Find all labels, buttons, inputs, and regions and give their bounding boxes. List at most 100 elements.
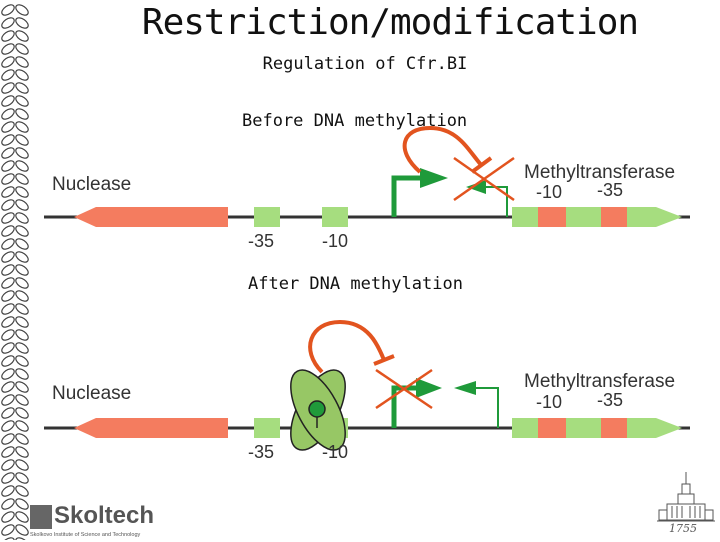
chain-border	[1, 4, 29, 540]
crest-year: 1755	[669, 522, 697, 535]
chain-link	[1, 82, 15, 94]
chain-link	[15, 251, 29, 263]
chain-link	[1, 355, 15, 367]
box-label-10-after: -10	[322, 442, 349, 462]
chain-link	[15, 199, 29, 211]
chain-link	[1, 199, 15, 211]
before-heading: Before DNA methylation	[242, 111, 468, 131]
chain-link	[15, 4, 29, 16]
nuclease-label-after: Nuclease	[52, 383, 132, 404]
mtase-box-10	[538, 207, 566, 227]
chain-link	[15, 407, 29, 419]
logo-name: Skoltech	[54, 502, 155, 529]
mtase-box-35	[601, 207, 627, 227]
chain-link	[1, 56, 15, 68]
logo-tagline: Skolkovo Institute of Science and Techno…	[30, 532, 141, 538]
chain-link	[15, 121, 29, 133]
repression-arc	[402, 125, 484, 174]
cross-line-b	[453, 156, 515, 202]
logo-square-icon	[30, 505, 52, 529]
box-label-10-before: -10	[322, 231, 349, 251]
chain-link	[15, 82, 29, 94]
chain-link	[1, 524, 15, 536]
chain-link	[1, 69, 15, 81]
strong-promoter-arrow	[391, 385, 420, 428]
chain-link	[15, 30, 29, 42]
chain-link	[1, 121, 15, 133]
chain-link	[15, 264, 29, 276]
slide-title: Restriction/modification	[141, 2, 639, 43]
chain-link	[15, 511, 29, 523]
chain-link	[15, 355, 29, 367]
chain-link	[15, 69, 29, 81]
chain-link	[1, 407, 15, 419]
chain-link	[1, 134, 15, 146]
after-heading: After DNA methylation	[248, 274, 463, 294]
chain-link	[15, 342, 29, 354]
weak-promoter-arrow	[470, 387, 499, 428]
university-crest: 1755	[655, 470, 717, 538]
nuclease-gene-arrow	[74, 207, 228, 227]
chain-link	[15, 329, 29, 341]
strong-promoter-arrowhead	[416, 378, 442, 398]
weak-promoter-arrowhead	[466, 180, 486, 194]
chain-link	[1, 420, 15, 432]
chain-link	[15, 17, 29, 29]
box-label-35-after: -35	[248, 442, 275, 462]
promoter-box-10	[322, 207, 348, 227]
chain-link	[1, 225, 15, 237]
methyltransferase-label-after: Methyltransferase	[524, 371, 676, 392]
chain-link	[1, 212, 15, 224]
mtase-box-35	[601, 418, 627, 438]
repression-arc	[308, 319, 386, 374]
chain-link	[15, 134, 29, 146]
chain-link	[1, 472, 15, 484]
chain-link	[1, 251, 15, 263]
chain-link	[1, 186, 15, 198]
chain-link	[1, 381, 15, 393]
chain-link	[1, 30, 15, 42]
mtase-box-10	[538, 418, 566, 438]
chain-link	[1, 394, 15, 406]
chain-link	[15, 225, 29, 237]
chain-link	[1, 446, 15, 458]
chain-link	[1, 95, 15, 107]
chain-link	[15, 524, 29, 536]
chain-link	[15, 368, 29, 380]
cross-line-b	[375, 368, 433, 410]
promoter-box-35	[254, 418, 280, 438]
repression-bar	[373, 354, 395, 366]
chain-link	[15, 173, 29, 185]
chain-link	[1, 4, 15, 16]
chain-link	[15, 420, 29, 432]
chain-link	[15, 147, 29, 159]
chain-link	[15, 186, 29, 198]
chain-link	[15, 303, 29, 315]
chain-link	[1, 160, 15, 172]
chain-link	[1, 316, 15, 328]
repression-bar	[470, 156, 493, 174]
weak-promoter-arrowhead	[454, 381, 476, 395]
chain-link	[15, 108, 29, 120]
mtase-label-35-before: -35	[597, 180, 624, 200]
chain-link	[15, 394, 29, 406]
mtase-label-10-before: -10	[536, 182, 563, 202]
chain-link	[15, 212, 29, 224]
chain-link	[1, 459, 15, 471]
chain-link	[1, 43, 15, 55]
chain-link	[1, 290, 15, 302]
chain-link	[1, 173, 15, 185]
chain-link	[15, 238, 29, 250]
methyltransferase-label-before: Methyltransferase	[524, 162, 676, 183]
chain-link	[15, 459, 29, 471]
chain-link	[1, 17, 15, 29]
mtase-label-10-after: -10	[536, 392, 563, 412]
chain-link	[15, 316, 29, 328]
chain-link	[1, 303, 15, 315]
promoter-box-35	[254, 207, 280, 227]
weak-promoter-arrow	[480, 186, 508, 217]
chain-link	[15, 485, 29, 497]
methyl-group	[308, 400, 326, 418]
